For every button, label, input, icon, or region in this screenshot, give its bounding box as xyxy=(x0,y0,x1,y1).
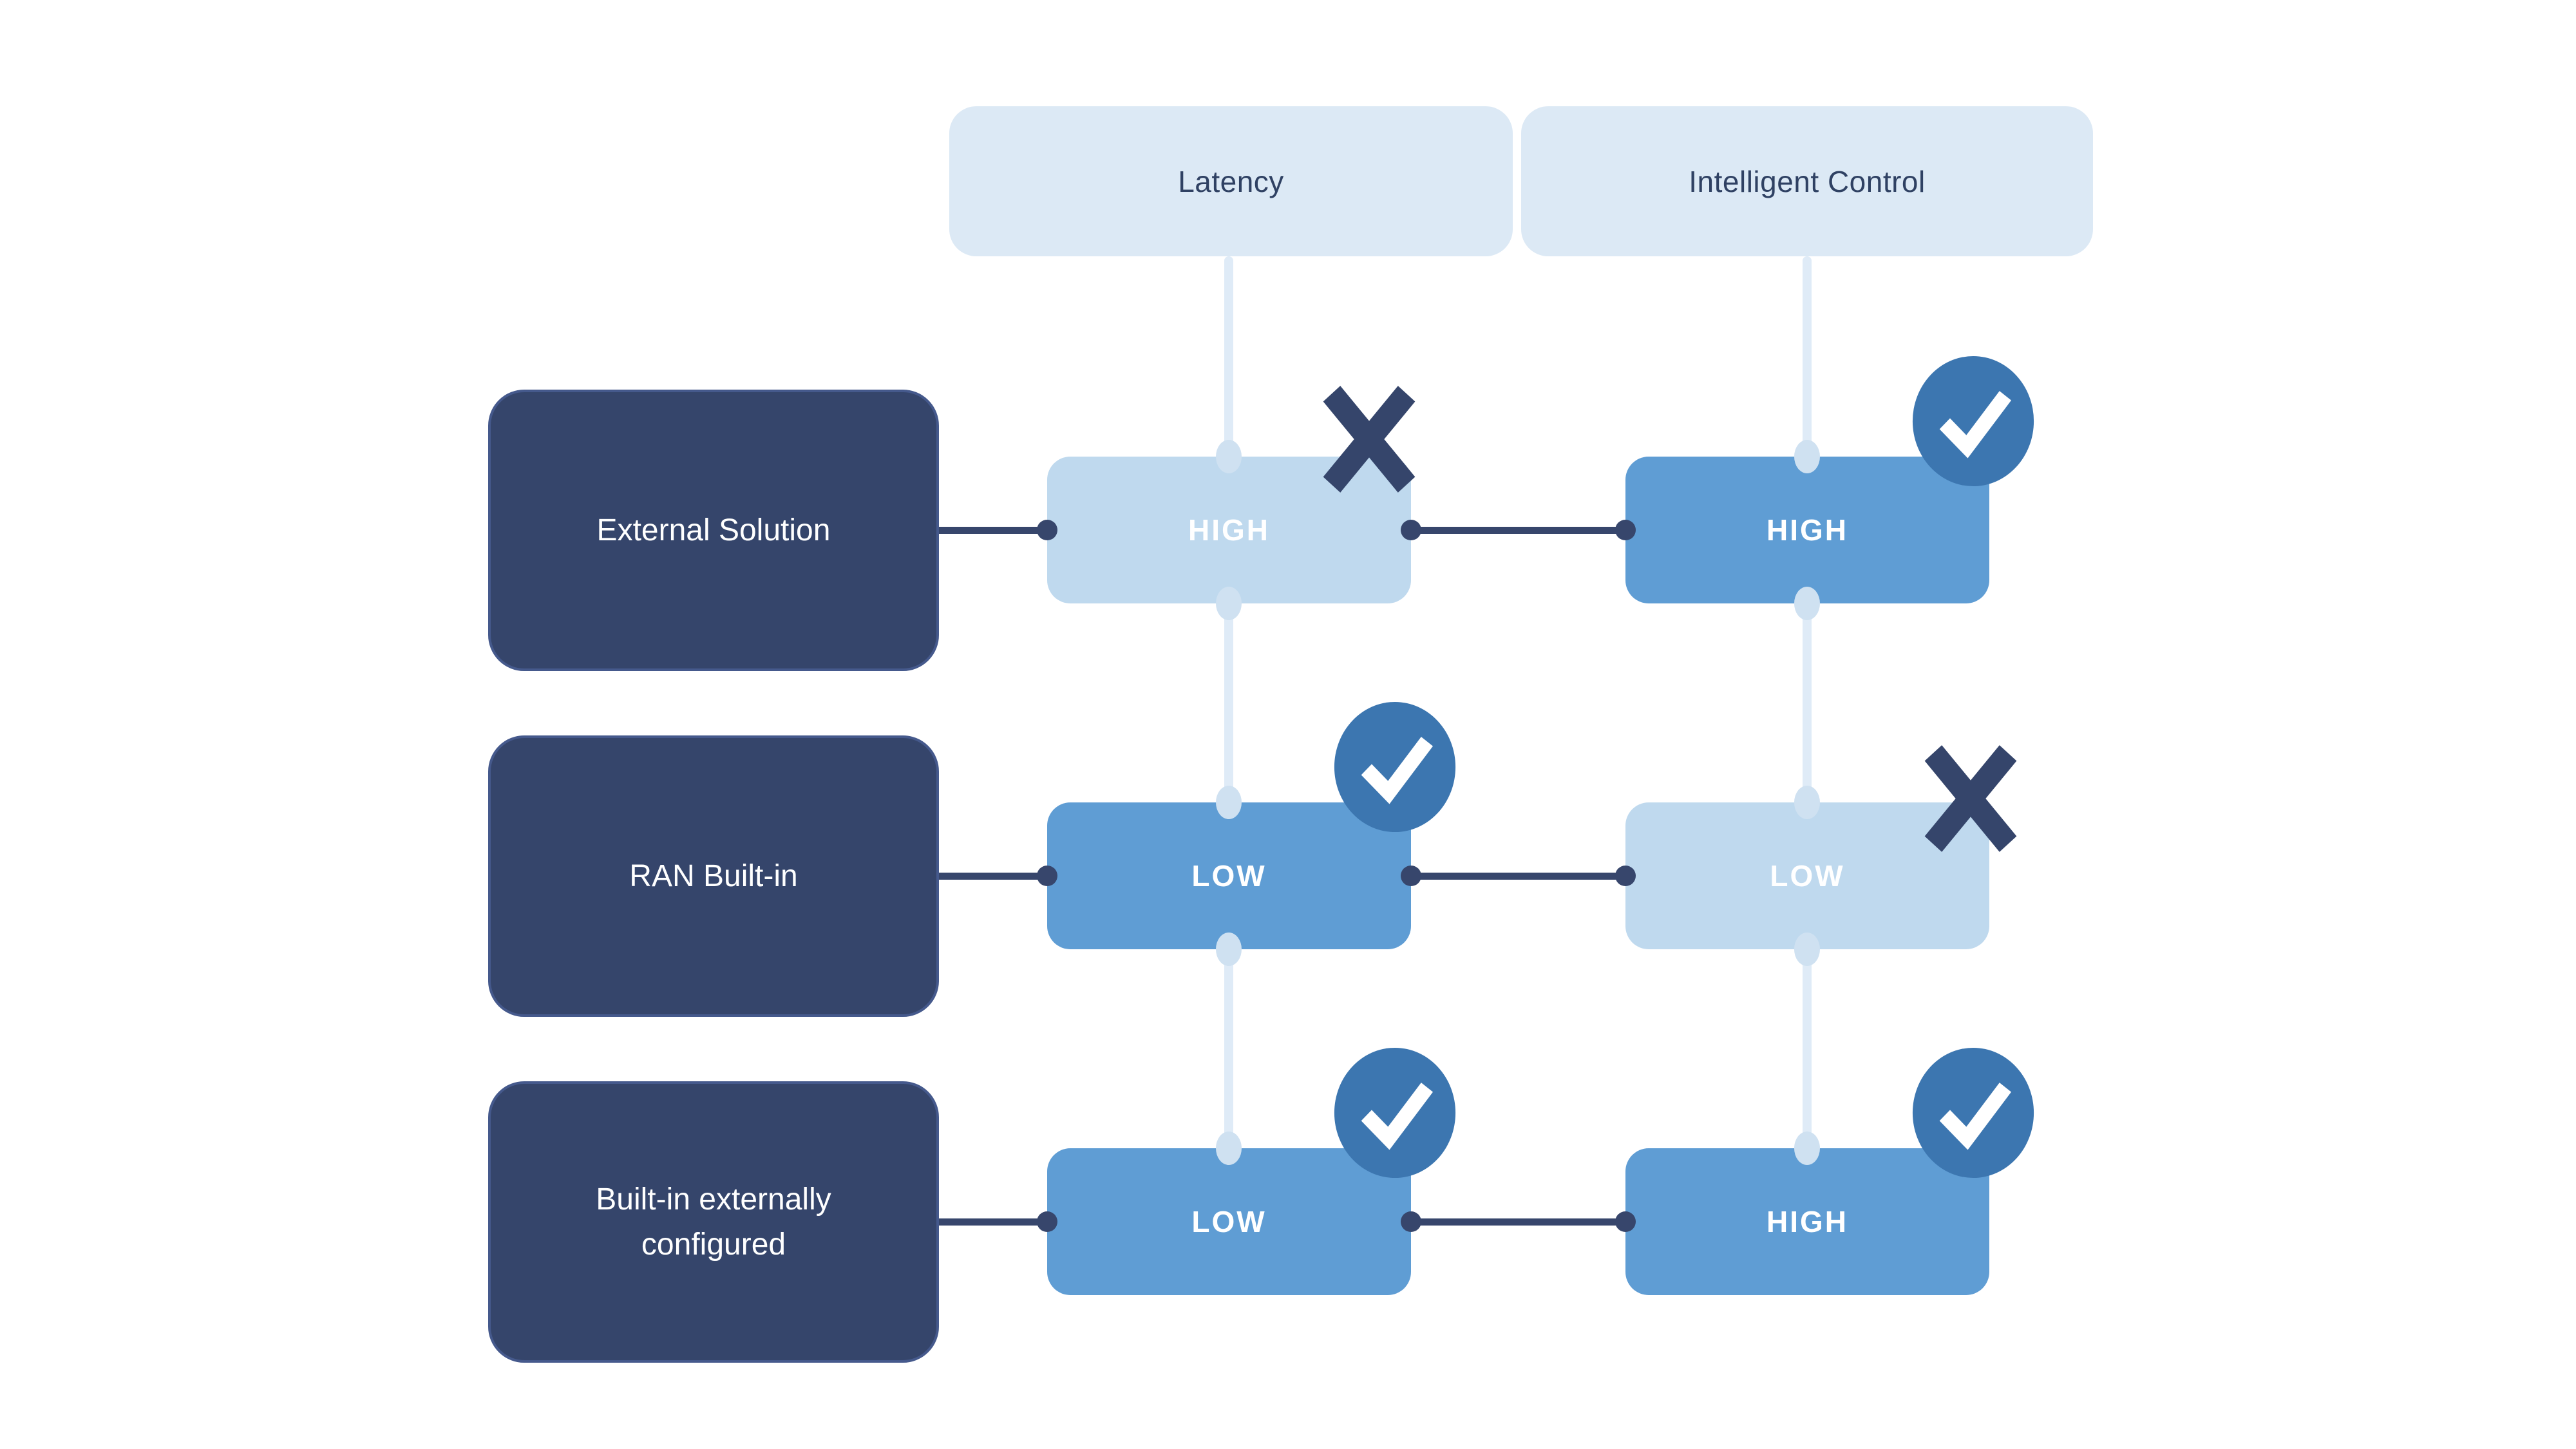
connector-dot-light xyxy=(1216,440,1242,473)
row1-middle-connector xyxy=(1411,527,1625,534)
solution-box-external-solution: External Solution xyxy=(488,390,939,671)
check-icon xyxy=(1333,1046,1457,1179)
column-header-intelligent-control: Intelligent Control xyxy=(1521,106,2093,256)
check-icon xyxy=(1911,355,2035,488)
ran-built-in-label: RAN Built-in xyxy=(629,858,798,893)
latency-column-line xyxy=(1224,256,1233,1148)
connector-dot-dark xyxy=(1037,1211,1057,1232)
connector-dot-light xyxy=(1794,440,1820,473)
value-box-builtin-intelligent-control: HIGH xyxy=(1625,1148,1989,1295)
cross-icon xyxy=(1914,739,2027,858)
connector-dot-light xyxy=(1216,587,1242,620)
connector-dot-light xyxy=(1216,933,1242,966)
connector-dot-light xyxy=(1794,786,1820,819)
value-box-external-intelligent-control: HIGH xyxy=(1625,457,1989,603)
value-label: LOW xyxy=(1770,859,1845,893)
intelligent-control-column-line xyxy=(1803,256,1812,1148)
value-label: LOW xyxy=(1191,1205,1267,1238)
value-box-ran-latency: LOW xyxy=(1047,802,1411,949)
row3-middle-connector xyxy=(1411,1218,1625,1226)
solution-box-built-in-externally-configured: Built-in externally configured xyxy=(488,1081,939,1363)
latency-header-label: Latency xyxy=(1178,164,1284,198)
check-icon xyxy=(1911,1046,2035,1179)
value-box-ran-intelligent-control: LOW xyxy=(1625,802,1989,949)
value-label: LOW xyxy=(1191,859,1267,893)
connector-dot-dark xyxy=(1615,866,1636,886)
row1-left-connector xyxy=(939,527,1047,534)
built-in-externally-configured-label: Built-in externally configured xyxy=(596,1182,831,1262)
intelligent-control-header-label: Intelligent Control xyxy=(1689,164,1926,198)
value-label: HIGH xyxy=(1766,513,1848,547)
value-box-builtin-latency: LOW xyxy=(1047,1148,1411,1295)
check-icon xyxy=(1333,701,1457,833)
row2-left-connector xyxy=(939,873,1047,880)
connector-dot-light xyxy=(1794,1132,1820,1165)
connector-dot-dark xyxy=(1401,1211,1421,1232)
connector-dot-light xyxy=(1216,786,1242,819)
row3-left-connector xyxy=(939,1218,1047,1226)
value-label: HIGH xyxy=(1188,513,1270,547)
external-solution-label: External Solution xyxy=(596,513,831,547)
solution-box-ran-built-in: RAN Built-in xyxy=(488,735,939,1017)
connector-dot-dark xyxy=(1401,866,1421,886)
connector-dot-dark xyxy=(1401,520,1421,540)
connector-dot-light xyxy=(1216,1132,1242,1165)
cross-icon xyxy=(1312,379,1426,499)
connector-dot-dark xyxy=(1037,520,1057,540)
value-label: HIGH xyxy=(1766,1205,1848,1238)
connector-dot-light xyxy=(1794,933,1820,966)
value-box-external-latency: HIGH xyxy=(1047,457,1411,603)
connector-dot-light xyxy=(1794,587,1820,620)
connector-dot-dark xyxy=(1615,520,1636,540)
row2-middle-connector xyxy=(1411,873,1625,880)
column-header-latency: Latency xyxy=(949,106,1513,256)
connector-dot-dark xyxy=(1037,866,1057,886)
connector-dot-dark xyxy=(1615,1211,1636,1232)
